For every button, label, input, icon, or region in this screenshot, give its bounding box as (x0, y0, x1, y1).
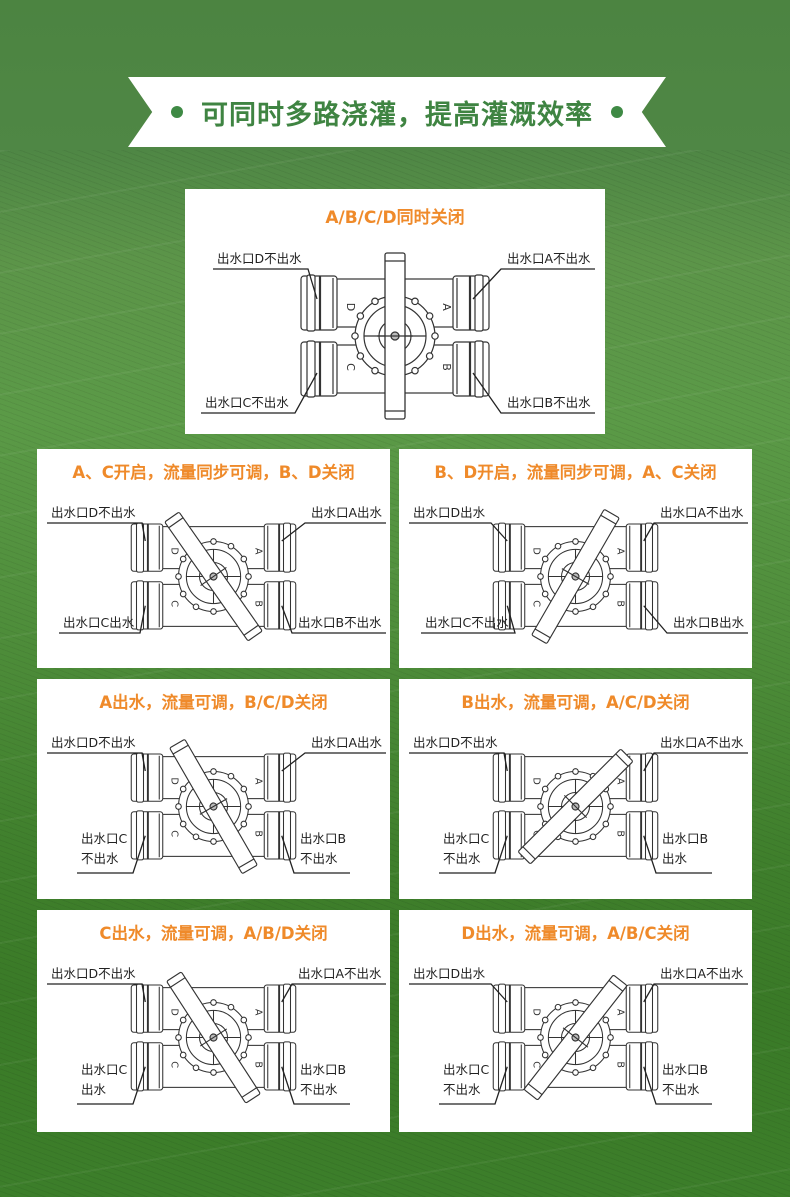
label-outlet-a: 出水口A出水 (311, 735, 383, 750)
label-outlet-a: 出水口A不出水 (660, 966, 744, 981)
svg-text:B: B (615, 830, 626, 837)
svg-text:C: C (531, 1061, 542, 1068)
svg-text:B: B (253, 600, 264, 607)
svg-text:B: B (615, 1061, 626, 1068)
svg-text:C: C (169, 600, 180, 607)
panel-title: A出水，流量可调，B/C/D关闭 (99, 693, 328, 712)
svg-text:B: B (253, 830, 264, 837)
svg-text:C: C (344, 363, 357, 371)
svg-text:C: C (169, 1061, 180, 1068)
svg-text:A: A (615, 1009, 626, 1016)
svg-text:D: D (169, 777, 180, 784)
svg-text:D: D (531, 777, 542, 784)
label-outlet-d: 出水口D不出水 (51, 966, 136, 981)
panel-title: D出水，流量可调，A/B/C关闭 (461, 924, 690, 943)
label-outlet-c: 出水口C不出水 (205, 395, 289, 410)
label-outlet-a: 出水口A不出水 (660, 505, 744, 520)
label-outlet-a: 出水口A不出水 (298, 966, 382, 981)
panel-title: B、D开启，流量同步可调，A、C关闭 (434, 463, 717, 482)
panel-title: C出水，流量可调，A/B/D关闭 (99, 924, 328, 943)
valve-panel-b-open: B出水，流量可调，A/C/D关闭ABCD出水口D不出水出水口A不出水出水口C不出… (399, 679, 752, 899)
panel-title: B出水，流量可调，A/C/D关闭 (461, 693, 690, 712)
valve-diagram: A B C D (130, 512, 297, 641)
valve-diagram: A B C D (492, 975, 659, 1100)
label-outlet-b: 出水口B不出水 (507, 395, 591, 410)
svg-text:D: D (531, 1008, 542, 1015)
valve-panel-bd-open: B、D开启，流量同步可调，A、C关闭 A B C D 出水口D出水 出水口A不出水出水口C不… (399, 449, 752, 668)
label-outlet-d: 出水口D出水 (413, 505, 486, 520)
label-outlet-d: 出水口D出水 (413, 966, 486, 981)
svg-text:D: D (531, 547, 542, 554)
svg-text:D: D (169, 547, 180, 554)
svg-text:B: B (440, 363, 453, 371)
leader-lines (47, 752, 386, 874)
label-outlet-b: 出水口B不出水 (298, 615, 382, 630)
svg-text:B: B (253, 1061, 264, 1068)
label-outlet-a: 出水口A不出水 (507, 251, 591, 266)
svg-text:A: A (253, 778, 264, 785)
label-outlet-a: 出水口A不出水 (660, 735, 744, 750)
svg-text:A: A (440, 303, 453, 311)
header-banner: 可同时多路浇灌，提高灌溉效率 (128, 77, 666, 147)
leader-lines (201, 268, 595, 414)
leader-lines (409, 522, 748, 634)
svg-text:D: D (344, 303, 357, 311)
svg-text:B: B (615, 600, 626, 607)
label-outlet-c: 出水口C不出水 (425, 615, 509, 630)
svg-text:D: D (169, 1008, 180, 1015)
valve-panel-ac-open: A、C开启，流量同步可调，B、D关闭 A B C D 出水口D不出水 出水口A出水出水口C出… (37, 449, 390, 668)
label-outlet-a: 出水口A出水 (311, 505, 383, 520)
label-outlet-c: 出水口C出水 (63, 615, 135, 630)
leader-lines (409, 752, 748, 874)
label-outlet-d: 出水口D不出水 (51, 735, 136, 750)
page-title: 可同时多路浇灌，提高灌溉效率 (201, 99, 593, 131)
label-outlet-d: 出水口D不出水 (51, 505, 136, 520)
valve-panel-all-closed: A/B/C/D同时关闭 A B C D 出水口D不出水 出水口A不出水出水口C不出水 出水口B… (185, 189, 605, 434)
svg-text:A: A (253, 1009, 264, 1016)
leader-lines (47, 522, 386, 634)
bullet-dot-icon (611, 106, 623, 118)
leader-lines (47, 983, 386, 1105)
svg-text:A: A (615, 548, 626, 555)
valve-diagram: A B C D (492, 509, 659, 644)
label-outlet-d: 出水口D不出水 (217, 251, 302, 266)
label-outlet-d: 出水口D不出水 (413, 735, 498, 750)
panel-title: A、C开启，流量同步可调，B、D关闭 (72, 463, 355, 482)
panel-title: A/B/C/D同时关闭 (325, 208, 465, 228)
bullet-dot-icon (171, 106, 183, 118)
svg-text:C: C (531, 600, 542, 607)
svg-text:C: C (169, 830, 180, 837)
valve-diagram: A B C D (130, 971, 297, 1104)
label-outlet-b: 出水口B出水 (673, 615, 745, 630)
svg-text:A: A (253, 548, 264, 555)
leader-lines (409, 983, 748, 1105)
svg-text:A: A (615, 778, 626, 785)
